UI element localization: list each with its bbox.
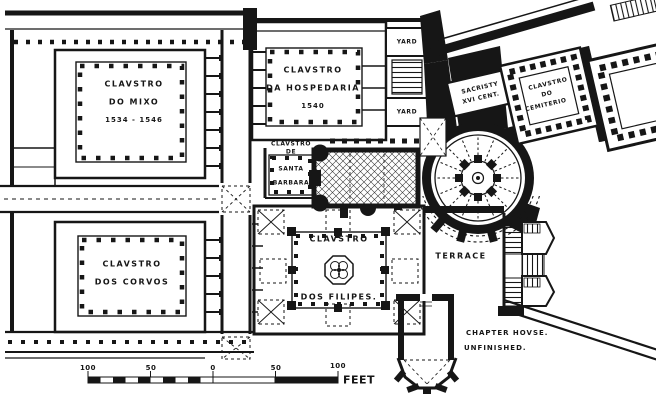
mixo-cloister (53, 48, 207, 180)
charola (416, 122, 540, 243)
yard-upper-label: YARD (396, 38, 418, 46)
terrace-stairs (424, 206, 556, 316)
mixo-title-line2: DO MIXO (108, 97, 160, 107)
santa-barbara-title-line1: CLAVSTRO (270, 140, 312, 148)
scale-tick-100-left: 100 (79, 364, 97, 372)
hospedaria-title-line2: DA HOSPEDARIA (266, 83, 360, 93)
scale-tick-0: 0 (210, 364, 216, 372)
chapter-house-label-line1: CHAPTER HOVSE. (466, 329, 549, 337)
aqueduct-walls (503, 298, 656, 361)
cross-corridor (0, 184, 219, 214)
hospedaria-cloister (250, 20, 388, 142)
filipes-title-line2: DOS FILIPES. (300, 292, 378, 302)
mixo-date: 1534 - 1546 (105, 116, 163, 124)
scale-bar (87, 371, 339, 384)
santa-barbara-title-line3: SANTA (278, 165, 304, 173)
central-corridor (205, 20, 266, 362)
corvos-title-line1: CLAVSTRO (102, 259, 162, 269)
chapel-bay (419, 117, 447, 157)
north-corridor (5, 8, 428, 50)
hospedaria-date: 1540 (301, 102, 325, 110)
far-right-cloister (586, 31, 656, 153)
church-nave (309, 138, 421, 218)
scale-unit-label: FEET (343, 373, 376, 387)
scale-tick-50-right: 50 (270, 364, 282, 372)
yards (385, 27, 429, 127)
santa-barbara-cloister (263, 148, 315, 199)
corvos-title-line2: DOS CORVOS (94, 277, 170, 287)
south-corridor (5, 330, 254, 359)
mixo-title-line1: CLAVSTRO (104, 79, 164, 89)
terrace-label: TERRACE (435, 251, 487, 261)
filipes-title-line1: CLAVSTRO (309, 234, 369, 244)
filipes-cloister (252, 204, 426, 336)
hospedaria-title-line1: CLAVSTRO (283, 65, 343, 75)
chapter-house (393, 294, 460, 394)
yard-lower-label: YARD (396, 108, 418, 116)
santa-barbara-title-line2: DE (285, 148, 297, 156)
santa-barbara-title-line4: BARBARA (272, 179, 310, 187)
scale-tick-100-right: 100 (329, 362, 347, 370)
west-range (10, 30, 56, 332)
cemiterio-cloister (498, 46, 600, 146)
chapter-house-label-line2: UNFINISHED. (464, 344, 527, 352)
scale-tick-50-left: 50 (145, 364, 157, 372)
